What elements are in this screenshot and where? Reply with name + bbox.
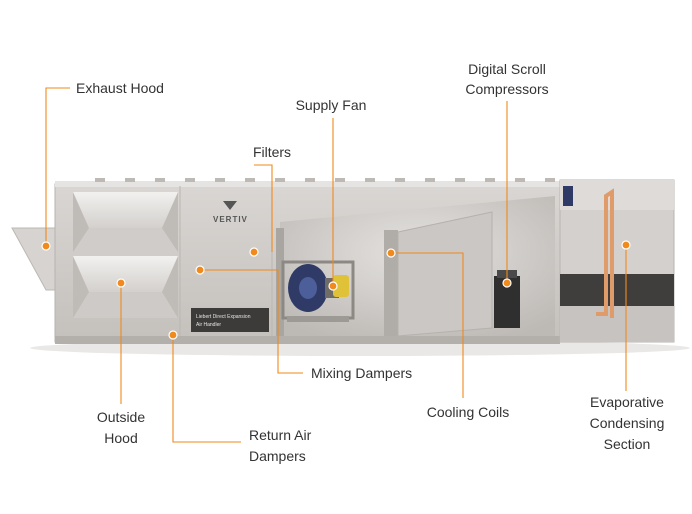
evaporative-section-shape [559, 179, 675, 343]
marker-dots [41, 240, 631, 340]
label-filters: Filters [253, 144, 291, 160]
base-rail [55, 336, 560, 344]
dot-mixing-dampers [195, 265, 205, 275]
vertiv-logo: VERTIV [213, 201, 248, 224]
dot-evaporative [621, 240, 631, 250]
label-outside-hood-line1: Outside [97, 409, 145, 425]
mixing-damper-panel [384, 230, 398, 336]
name-plate [191, 308, 269, 332]
label-return-air-line1: Return Air [249, 427, 312, 443]
dot-return-air [168, 330, 178, 340]
dot-exhaust-hood [41, 241, 51, 251]
label-evaporative-line1: Evaporative [590, 394, 664, 410]
leader-lines [45, 87, 627, 443]
dot-filters [249, 247, 259, 257]
leader-filters [254, 164, 273, 252]
roof-edge [55, 181, 560, 187]
dot-supply-fan [328, 281, 338, 291]
label-exhaust-hood: Exhaust Hood [76, 80, 164, 96]
label-digital-scroll-line1: Digital Scroll [468, 61, 546, 77]
cooling-coil-panel [397, 211, 493, 337]
name-plate-line2: Air Handler [196, 322, 221, 328]
leader-return-air [172, 335, 241, 443]
label-supply-fan: Supply Fan [296, 97, 367, 113]
label-evaporative-line2: Condensing [590, 415, 665, 431]
leader-mixing-dampers [200, 269, 303, 374]
dot-outside-hood [116, 278, 126, 288]
filter-frame [276, 228, 284, 336]
exhaust-hood-shape [11, 227, 58, 291]
leader-cooling-coils [391, 252, 464, 398]
callout-labels: Exhaust Hood Supply Fan Filters Digital … [76, 61, 664, 464]
unit-illustration: VERTIV Liebert Direct Expansion Air Hand… [11, 178, 690, 356]
label-evaporative-line3: Section [604, 436, 651, 452]
label-cooling-coils: Cooling Coils [427, 404, 509, 420]
dot-cooling-coils [386, 248, 396, 258]
dot-digital-scroll [502, 278, 512, 288]
roof-brackets [95, 178, 555, 182]
label-digital-scroll-line2: Compressors [465, 81, 548, 97]
outside-hood-shape [73, 192, 178, 318]
label-mixing-dampers: Mixing Dampers [311, 365, 412, 381]
brand-text: VERTIV [213, 215, 248, 224]
name-plate-line1: Liebert Direct Expansion [196, 314, 251, 320]
label-outside-hood-line2: Hood [104, 430, 137, 446]
leader-exhaust-hood [45, 87, 70, 244]
label-return-air-line2: Dampers [249, 448, 306, 464]
